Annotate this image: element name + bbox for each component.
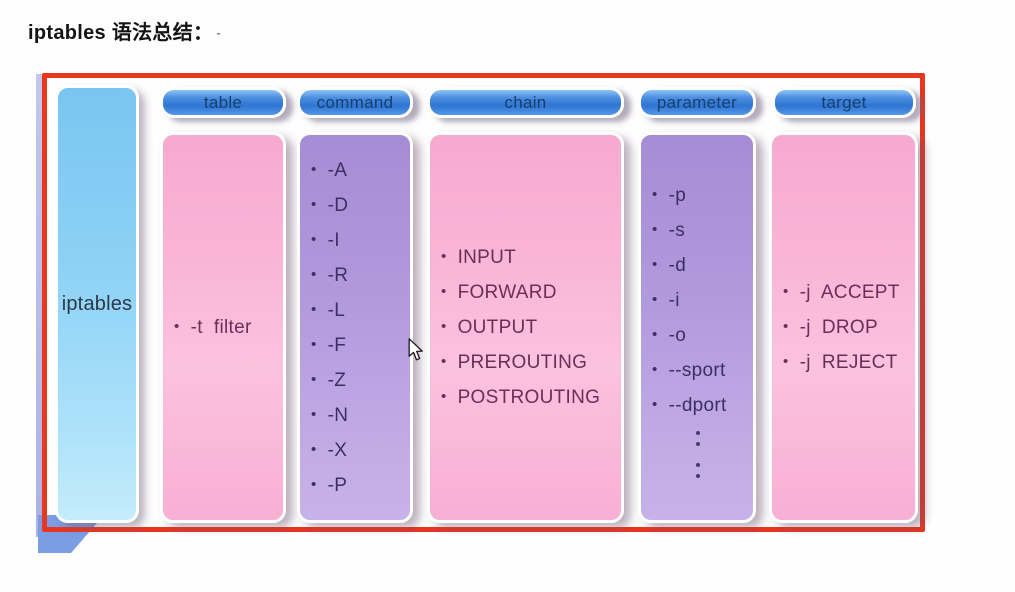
column-header-label: target <box>821 92 867 112</box>
list-item: -o <box>652 318 753 353</box>
list-item: -Z <box>311 363 410 398</box>
column-header-target: target <box>772 87 916 118</box>
column-header-parameter: parameter <box>638 87 756 118</box>
list-item: -L <box>311 293 410 328</box>
list-item: INPUT <box>441 240 621 275</box>
mouse-cursor-icon <box>408 338 426 368</box>
column-header-label: table <box>203 92 243 112</box>
red-highlight-frame <box>42 73 925 532</box>
left-accent-strip <box>36 74 42 537</box>
column-header-label: chain <box>504 92 547 112</box>
list-item: -s <box>652 213 753 248</box>
column-header-chain: chain <box>427 87 624 118</box>
column-panel-command: -A-D-I-R-L-F-Z-N-X-P <box>297 132 413 523</box>
column-panel-parameter: -p-s-d-i-o--sport--dport <box>638 132 756 523</box>
list-item: -t filter <box>174 310 283 345</box>
list-item: FORWARD <box>441 275 621 310</box>
vertical-ellipsis <box>688 430 708 478</box>
list-item: -I <box>311 223 410 258</box>
column-panel-table: -t filter <box>160 132 286 523</box>
iptables-root-box: iptables <box>55 85 139 523</box>
iptables-label: iptables <box>61 292 133 315</box>
title-trailing-dash: - <box>216 25 221 40</box>
column-header-table: table <box>160 87 286 118</box>
column-header-label: command <box>316 92 394 112</box>
list-item: -F <box>311 328 410 363</box>
list-item: --dport <box>652 388 753 423</box>
list-item: -P <box>311 468 410 503</box>
page-title: iptables 语法总结： <box>28 22 214 44</box>
list-item: PREROUTING <box>441 345 621 380</box>
list-item: -A <box>311 153 410 188</box>
list-item: -D <box>311 188 410 223</box>
list-item: -j DROP <box>783 310 915 345</box>
column-header-command: command <box>297 87 413 118</box>
list-item: -j REJECT <box>783 345 915 380</box>
list-item: -j ACCEPT <box>783 275 915 310</box>
title-row: iptables 语法总结： - <box>28 16 221 45</box>
list-item: -N <box>311 398 410 433</box>
list-item: OUTPUT <box>441 310 621 345</box>
list-item: -i <box>652 283 753 318</box>
list-item: --sport <box>652 353 753 388</box>
list-item: -p <box>652 178 753 213</box>
list-item: POSTROUTING <box>441 380 621 415</box>
column-panel-chain: INPUTFORWARDOUTPUTPREROUTINGPOSTROUTING <box>427 132 624 523</box>
list-item: -R <box>311 258 410 293</box>
column-header-label: parameter <box>656 92 738 112</box>
list-item: -X <box>311 433 410 468</box>
column-panel-target: -j ACCEPT-j DROP-j REJECT <box>769 132 918 523</box>
list-item: -d <box>652 248 753 283</box>
